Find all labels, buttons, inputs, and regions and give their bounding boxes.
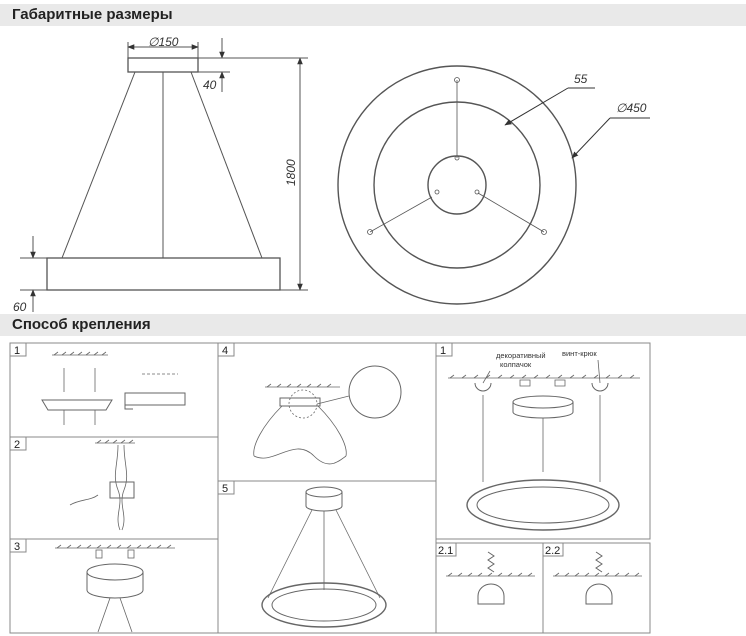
ring-side (46, 257, 281, 291)
panel-2-2-hook-illustration (553, 551, 642, 605)
screw-hook-label: винт-крюк (562, 349, 597, 358)
panel-2-wiring-illustration (69, 439, 135, 531)
panel-number-3: 3 (14, 541, 20, 553)
top-view (337, 65, 650, 305)
panel-3-canopy-illustration (55, 544, 175, 633)
canopy-diameter-label: ∅150 (148, 35, 179, 49)
dimensions-section-header: Габаритные размеры (0, 4, 746, 26)
decorative-cap-label-line1: декоративный (496, 351, 546, 360)
right-panel-1-illustration (448, 359, 640, 531)
mounting-section-header: Способ крепления (0, 314, 746, 336)
panel-number-2-1: 2.1 (438, 545, 453, 557)
panel-number-2-2: 2.2 (545, 545, 560, 557)
side-view (20, 38, 308, 312)
panel-4-canopy-detail (253, 365, 402, 465)
panel-5-assembled-fixture (261, 486, 387, 628)
decorative-cap-label-line2: колпачок (500, 360, 532, 369)
panel-2-1-hook-illustration (446, 551, 535, 605)
ring-diameter-label: ∅450 (616, 101, 647, 115)
panel-number-1: 1 (14, 345, 20, 357)
canopy-height-label: 40 (203, 78, 217, 92)
panel-number-5: 5 (222, 483, 228, 495)
ring-height-label: 60 (13, 300, 27, 314)
panel-number-right-1: 1 (440, 345, 446, 357)
panel-1-bracket-illustration (41, 351, 186, 425)
canopy (127, 57, 199, 73)
suspension-length-label: 1800 (284, 159, 298, 186)
ring-width-label: 55 (574, 72, 588, 86)
panel-number-2: 2 (14, 439, 20, 451)
mounting-frames (9, 342, 651, 634)
panel-number-4: 4 (222, 345, 228, 357)
